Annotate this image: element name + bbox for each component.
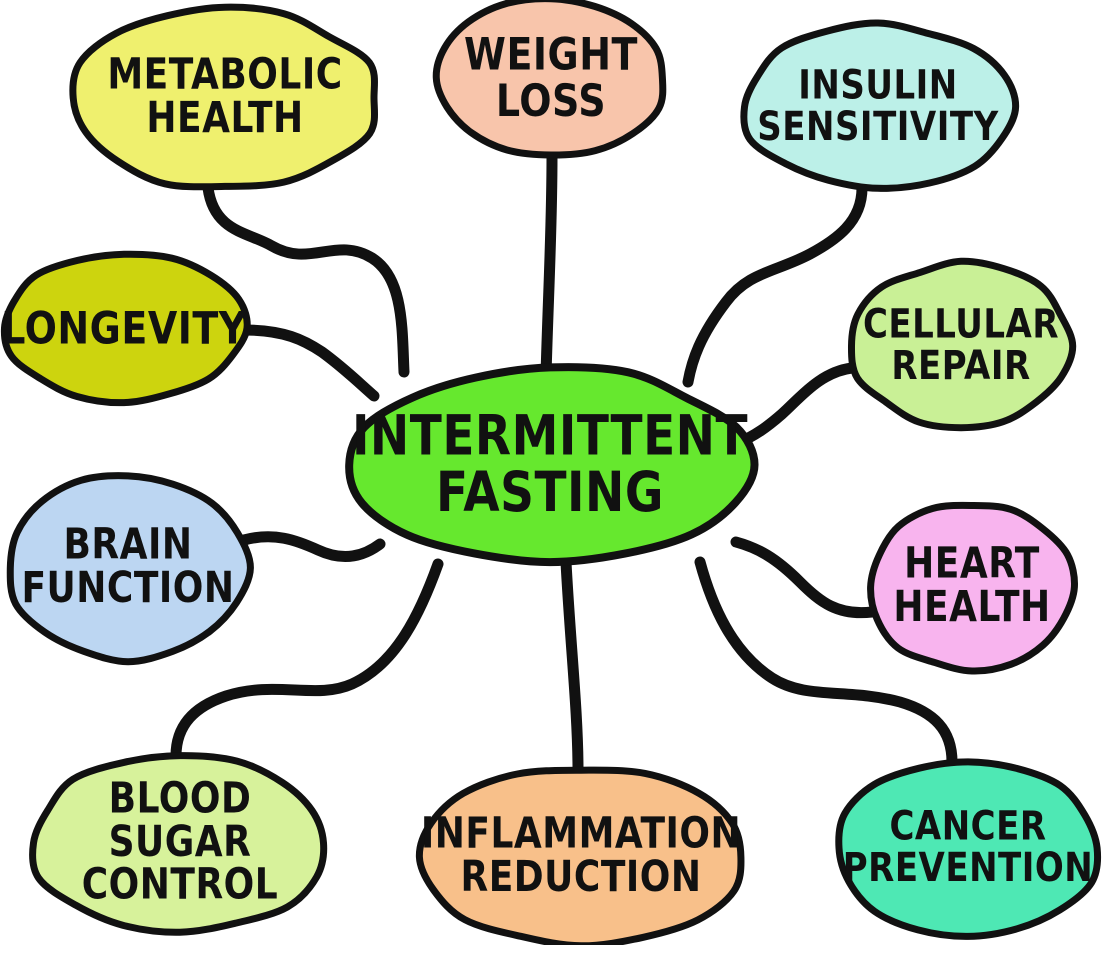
node-shape-heart-health[interactable]: [867, 501, 1078, 675]
connector-weight-loss: [540, 150, 558, 382]
node-shape-cancer-prevention[interactable]: [835, 758, 1102, 940]
connector-longevity: [238, 324, 380, 402]
nodes-group: [0, 0, 1102, 945]
node-shape-brain-function[interactable]: [6, 472, 254, 666]
node-shape-metabolic-health[interactable]: [69, 3, 379, 191]
connector-heart-health: [730, 536, 878, 619]
connector-insulin-sensitivity: [682, 182, 868, 388]
node-shape-blood-sugar-control[interactable]: [29, 752, 328, 936]
node-shape-intermittent-fasting[interactable]: [345, 363, 759, 567]
node-shape-cellular-repair[interactable]: [847, 257, 1077, 432]
connector-metabolic-health: [202, 182, 410, 378]
node-shape-longevity[interactable]: [0, 250, 251, 407]
node-shape-inflammation-reduction[interactable]: [415, 766, 745, 945]
connectors-group: [170, 150, 958, 776]
connector-inflammation-reduction: [560, 556, 584, 776]
node-shape-weight-loss[interactable]: [432, 0, 667, 159]
connector-brain-function: [238, 531, 386, 562]
connector-cancer-prevention: [694, 556, 958, 768]
node-shape-insulin-sensitivity[interactable]: [740, 19, 1020, 192]
connector-cellular-repair: [734, 362, 858, 448]
connector-blood-sugar-control: [170, 558, 444, 762]
